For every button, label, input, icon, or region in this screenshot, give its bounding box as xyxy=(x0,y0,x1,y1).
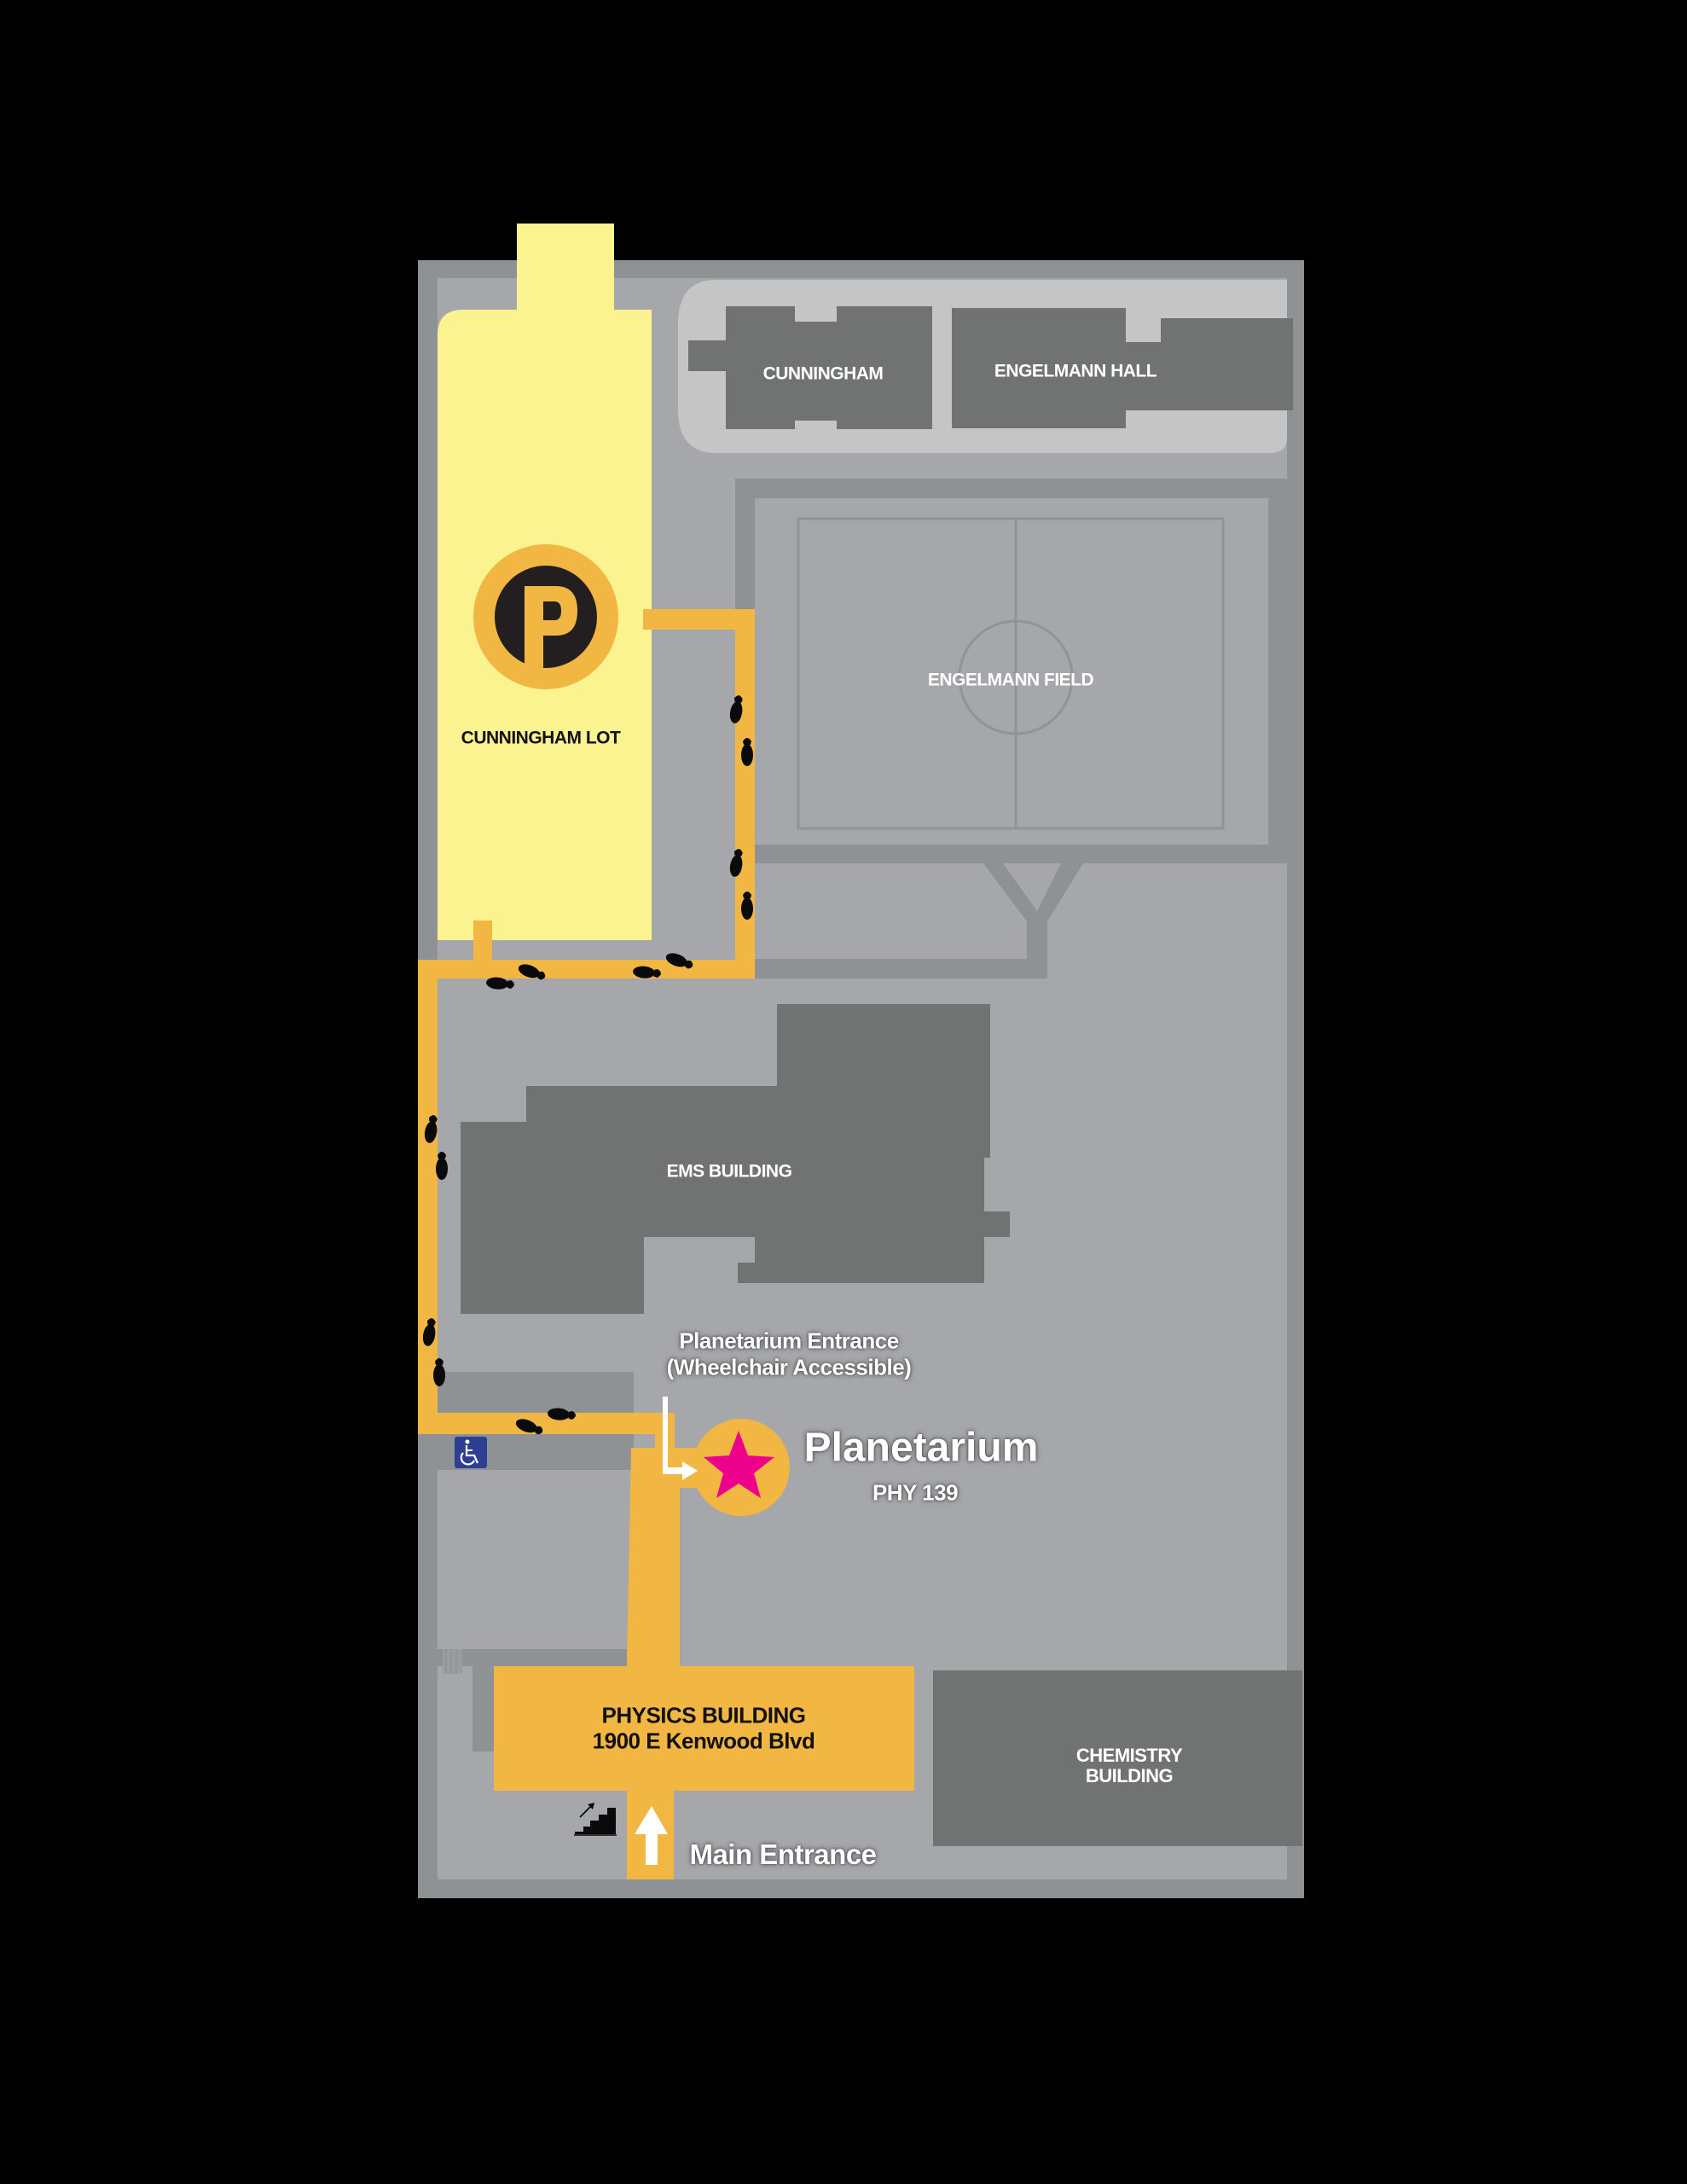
chemistry-building-label-line2: BUILDING xyxy=(1085,1764,1174,1786)
stairs-icon xyxy=(574,1803,617,1836)
sw-band-1 xyxy=(438,1372,634,1413)
cunningham-lot-label: CUNNINGHAM LOT xyxy=(461,728,621,748)
planetarium-entrance-label: Planetarium Entrance xyxy=(679,1327,899,1354)
walking-route xyxy=(418,609,914,1879)
ems-building xyxy=(461,1004,1010,1314)
chemistry-building xyxy=(933,1670,1302,1846)
parking-icon xyxy=(473,544,618,689)
sw-column xyxy=(472,1666,494,1751)
sw-left-column xyxy=(418,1433,438,1879)
ems-building-label: EMS BUILDING xyxy=(666,1161,792,1182)
cunningham-label: CUNNINGHAM xyxy=(762,363,884,384)
field-surface xyxy=(755,498,1268,845)
cunningham-building xyxy=(688,306,932,429)
arrow-up-icon xyxy=(635,1806,668,1865)
wheelchair-accessible-label: (Wheelchair Accessible) xyxy=(666,1354,912,1380)
sw-band-3 xyxy=(438,1649,627,1666)
field-center-circle xyxy=(958,619,1074,735)
engelmann-hall-building xyxy=(952,308,1293,428)
planetarium-title: Planetarium xyxy=(803,1425,1039,1471)
planetarium-room-label: PHY 139 xyxy=(872,1479,959,1506)
sw-band-2 xyxy=(418,1433,634,1470)
service-road xyxy=(755,863,1083,979)
physics-building-label: PHYSICS BUILDING xyxy=(601,1702,806,1728)
star-icon xyxy=(704,1431,774,1498)
engelmann-hall-label: ENGELMANN HALL xyxy=(994,361,1157,381)
wheelchair-icon xyxy=(455,1437,487,1468)
field-lines xyxy=(797,517,1225,830)
chemistry-building-label-line1: CHEMISTRY xyxy=(1075,1744,1183,1766)
sw-stripes xyxy=(443,1649,462,1674)
engelmann-field-label: ENGELMANN FIELD xyxy=(927,670,1094,690)
physics-building-address: 1900 E Kenwood Blvd xyxy=(592,1728,815,1754)
arrow-turn-right-icon xyxy=(663,1397,698,1480)
planetarium-marker xyxy=(693,1419,790,1516)
main-entrance-label: Main Entrance xyxy=(689,1838,877,1870)
